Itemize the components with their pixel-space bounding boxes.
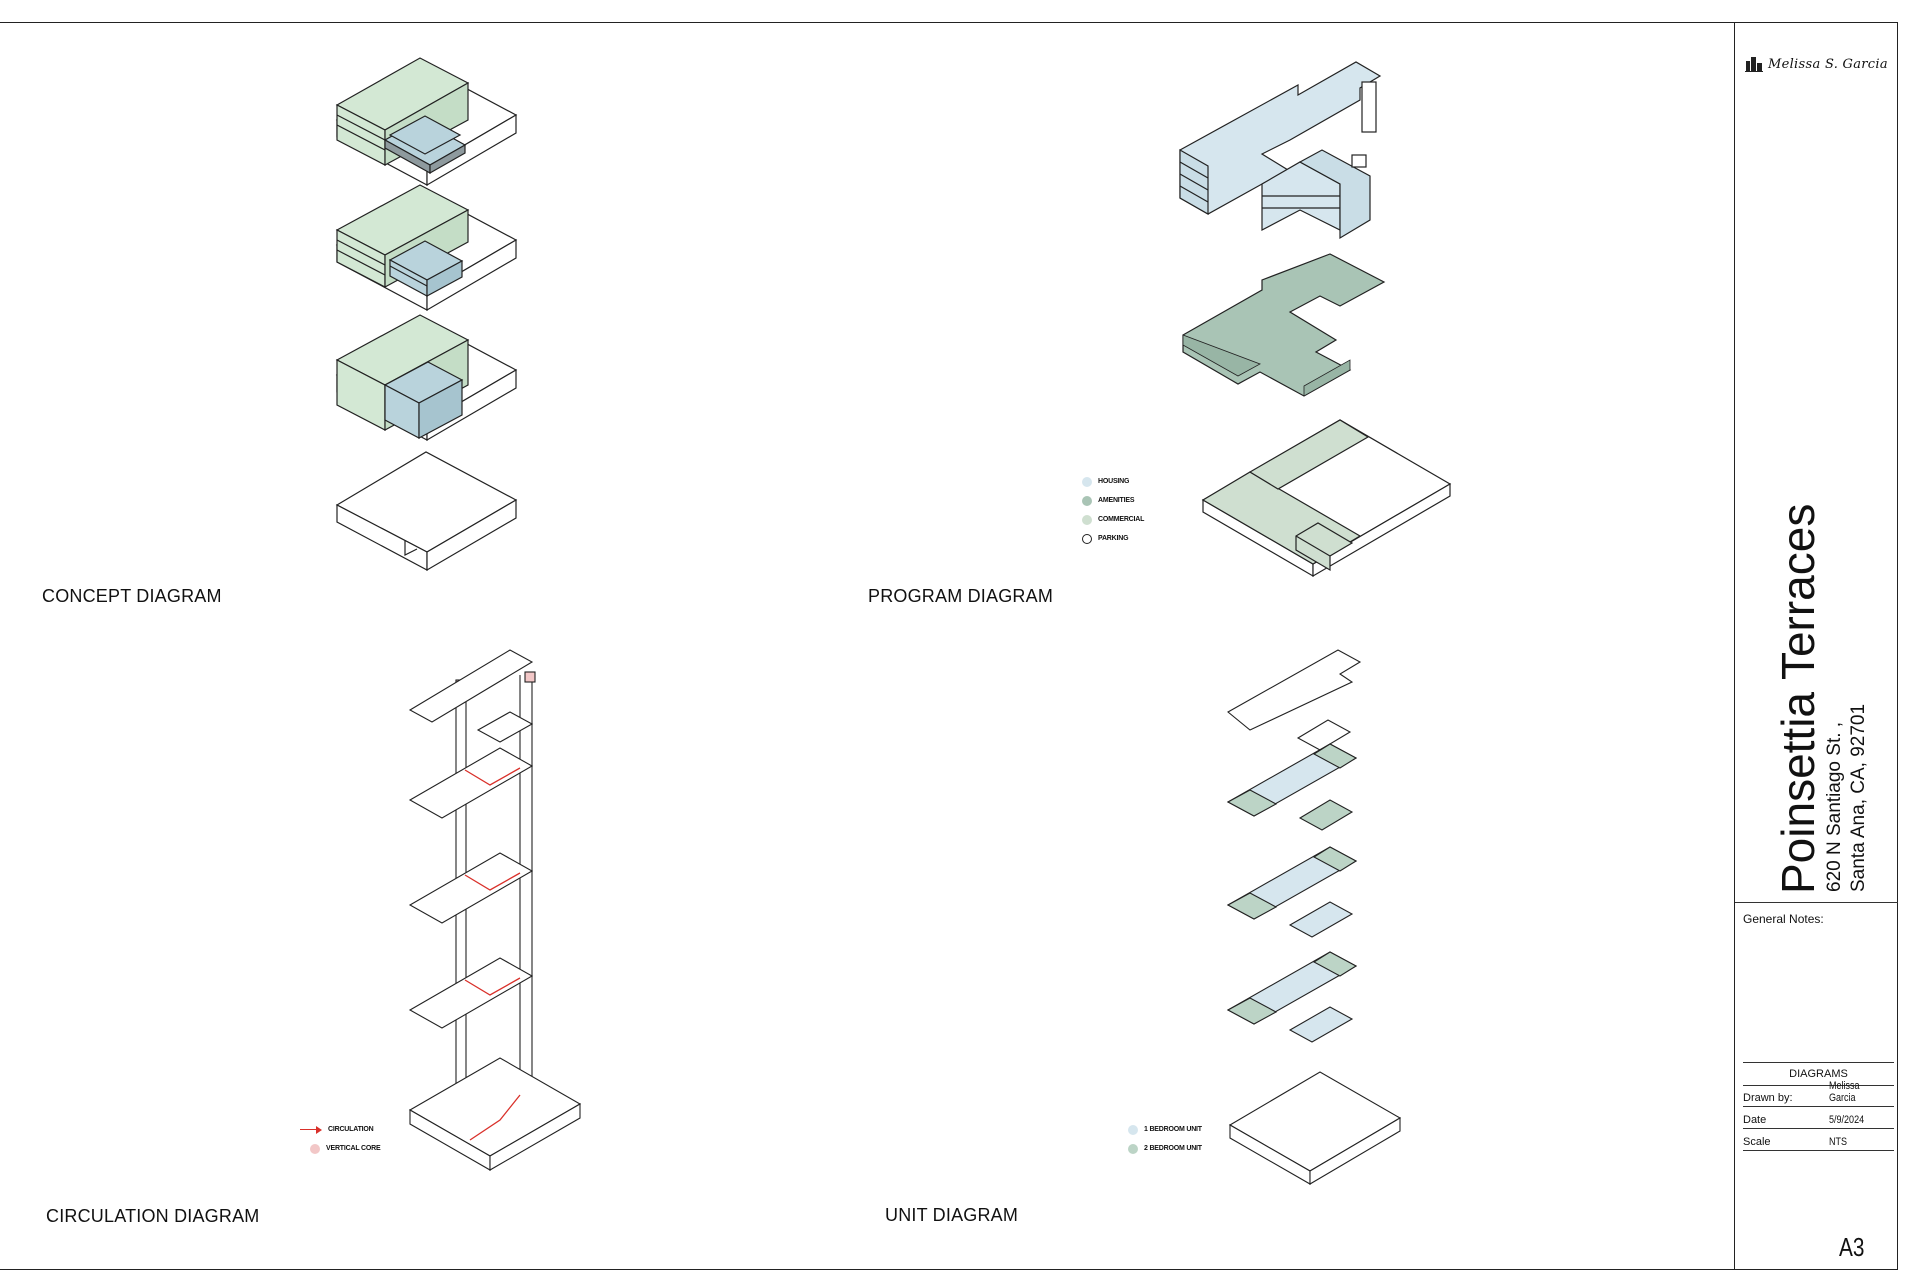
sheet-section-title: DIAGRAMS xyxy=(1743,1062,1894,1086)
legend-item-parking: PARKING xyxy=(1082,529,1144,548)
unit-diagram-label: UNIT DIAGRAM xyxy=(885,1205,1019,1225)
circulation-arrow-icon xyxy=(300,1125,322,1135)
parking-swatch xyxy=(1082,533,1092,544)
program-diagram xyxy=(1179,61,1452,578)
program-diagram-label: PROGRAM DIAGRAM xyxy=(868,586,1054,606)
legend-item-amenities: AMENITIES xyxy=(1082,491,1144,510)
date-value: 5/9/2024 xyxy=(1829,1114,1865,1126)
legend-item-circulation: CIRCULATION xyxy=(300,1120,380,1139)
scale-value: NTS xyxy=(1829,1136,1848,1148)
divider xyxy=(1735,902,1898,903)
circulation-diagram-label: CIRCULATION DIAGRAM xyxy=(46,1206,260,1226)
circulation-diagram xyxy=(408,649,582,1171)
concept-diagram xyxy=(335,57,518,572)
drawn-by-row: Drawn by: Melissa Garcia xyxy=(1743,1080,1894,1107)
legend-label: 2 BEDROOM UNIT xyxy=(1144,1145,1202,1152)
legend-label: 1 BEDROOM UNIT xyxy=(1144,1126,1202,1133)
logo-signature: Melissa S. Garcia xyxy=(1768,56,1888,72)
address-line-1: 620 N Santiago St. , xyxy=(1824,721,1845,892)
unit-ground-level xyxy=(1228,1071,1402,1185)
building-logo-icon xyxy=(1745,57,1763,72)
concept-diagram-label: CONCEPT DIAGRAM xyxy=(42,586,222,606)
diagrams-canvas xyxy=(335,57,1452,1185)
sheet-number: A3 xyxy=(1839,1232,1865,1262)
legend-label: CIRCULATION xyxy=(328,1126,374,1133)
date-row: Date 5/9/2024 xyxy=(1743,1108,1894,1129)
unit-residential-level-2 xyxy=(1226,846,1358,938)
unit-diagram xyxy=(1226,649,1402,1185)
program-legend: HOUSING AMENITIES COMMERCIAL PARKING xyxy=(1082,472,1144,548)
drawing-sheet xyxy=(0,22,1898,1270)
unit-residential-level-3 xyxy=(1226,951,1358,1043)
circulation-legend: CIRCULATION VERTICAL CORE xyxy=(300,1120,381,1158)
date-label: Date xyxy=(1743,1114,1767,1126)
legend-label: HOUSING xyxy=(1098,478,1130,485)
vertical-core-swatch xyxy=(310,1143,320,1154)
two-bedroom-swatch xyxy=(1128,1143,1138,1154)
program-housing-levels xyxy=(1179,61,1382,240)
amenities-swatch xyxy=(1082,495,1092,506)
program-amenities-level xyxy=(1182,253,1386,397)
unit-residential-level-1 xyxy=(1226,743,1358,831)
circulation-path xyxy=(464,767,521,1141)
drawn-by-label: Drawn by: xyxy=(1743,1092,1793,1104)
concept-massing-step-3 xyxy=(335,57,518,187)
one-bedroom-swatch xyxy=(1128,1124,1138,1135)
legend-item-commercial: COMMERCIAL xyxy=(1082,510,1144,529)
concept-base-slab xyxy=(335,451,518,572)
legend-label: VERTICAL CORE xyxy=(326,1145,381,1152)
unit-roof-level xyxy=(1227,649,1362,751)
legend-item-vertical-core: VERTICAL CORE xyxy=(300,1139,381,1158)
circulation-floors xyxy=(408,649,582,1171)
concept-massing-step-2 xyxy=(335,184,518,312)
commercial-swatch xyxy=(1082,514,1092,525)
legend-label: AMENITIES xyxy=(1098,497,1135,504)
project-address: 620 N Santiago St. , Santa Ana, CA, 9270… xyxy=(1823,704,1871,892)
scale-label: Scale xyxy=(1743,1136,1771,1148)
housing-swatch xyxy=(1082,476,1092,487)
scale-row: Scale NTS xyxy=(1743,1130,1894,1151)
project-title: Poinsettia Terraces xyxy=(1772,503,1824,894)
title-block: Melissa S. Garcia Poinsettia Terraces 62… xyxy=(1734,22,1898,1270)
drawn-by-value: Melissa Garcia xyxy=(1829,1080,1860,1104)
program-parking-level xyxy=(1201,419,1452,578)
architect-logo: Melissa S. Garcia xyxy=(1745,56,1888,72)
legend-item-housing: HOUSING xyxy=(1082,472,1144,491)
address-line-2: Santa Ana, CA, 92701 xyxy=(1848,703,1869,892)
legend-item-one-bedroom: 1 BEDROOM UNIT xyxy=(1128,1120,1202,1139)
legend-item-two-bedroom: 2 BEDROOM UNIT xyxy=(1128,1139,1202,1158)
general-notes-label: General Notes: xyxy=(1743,912,1824,926)
legend-label: COMMERCIAL xyxy=(1098,516,1145,523)
concept-massing-step-1 xyxy=(335,314,518,442)
legend-label: PARKING xyxy=(1098,535,1129,542)
unit-legend: 1 BEDROOM UNIT 2 BEDROOM UNIT xyxy=(1128,1120,1202,1158)
